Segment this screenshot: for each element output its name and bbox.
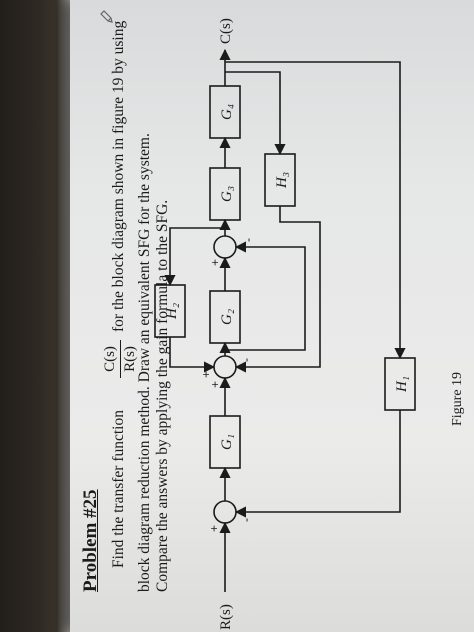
- rotated-page-content: Problem #25 Find the transfer function C…: [70, 0, 474, 632]
- wire-h3-pickoff: [225, 71, 286, 156]
- sign-sj2-plus-top: +: [199, 371, 213, 378]
- pencil-icon: [100, 10, 113, 23]
- paper-sheet: Problem #25 Find the transfer function C…: [70, 0, 474, 632]
- sign-sj3-minus: -: [241, 238, 255, 242]
- figure-caption: Figure 19: [450, 371, 465, 426]
- output-label: C(s): [218, 18, 234, 44]
- input-label: R(s): [218, 604, 234, 630]
- sign-sj2-plus-left: +: [208, 381, 222, 388]
- label-g3: G₃: [219, 186, 235, 202]
- wire-h3-to-sj2: [234, 206, 321, 373]
- wire-h2-pickoff: [164, 227, 225, 287]
- sign-sj1-minus: -: [239, 518, 253, 522]
- block-diagram: R(s) C(s) G₁ G₂ G₃ G₄ H₂ H₃ H₁ + - + + -…: [154, 18, 416, 630]
- label-g2: G₂: [219, 309, 235, 325]
- label-g1: G₁: [219, 434, 235, 450]
- wire-h2-to-sj2: [169, 337, 216, 373]
- sign-sj3-plus: +: [208, 259, 222, 266]
- label-g4: G₄: [219, 104, 235, 120]
- summing-junction-3: [213, 235, 237, 259]
- wire-h1-to-sj1: [234, 410, 401, 518]
- summing-junction-2: [213, 355, 237, 379]
- label-h3: H₃: [274, 172, 290, 189]
- sign-sj2-minus: -: [239, 358, 253, 362]
- label-h1: H₁: [394, 376, 410, 393]
- label-h2: H₂: [164, 303, 180, 320]
- wire-h1-pickoff: [225, 61, 406, 360]
- wire-bypass-to-sj3: [225, 241, 306, 351]
- summing-junction-1: [213, 500, 237, 524]
- sign-sj1-plus: +: [207, 525, 221, 532]
